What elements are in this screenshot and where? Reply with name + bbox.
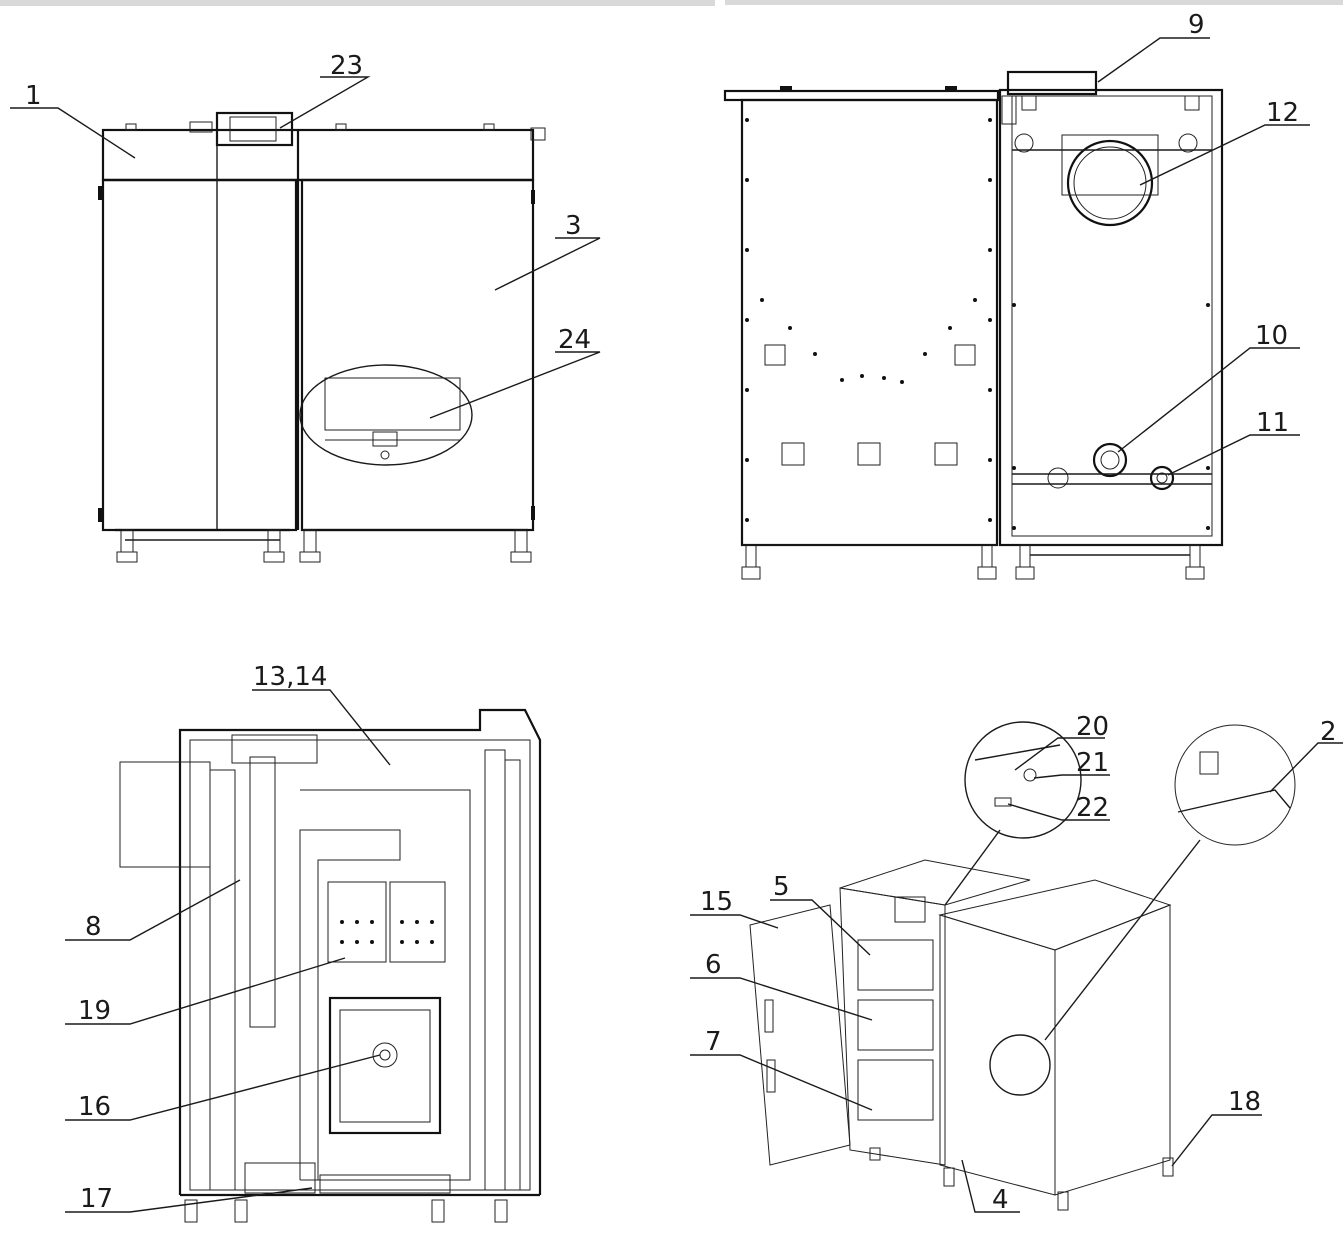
- label-21: 21: [1076, 748, 1109, 778]
- label-11: 11: [1256, 408, 1289, 438]
- label-23: 23: [330, 51, 363, 81]
- top-bar-left: [0, 0, 715, 6]
- label-22: 22: [1076, 793, 1109, 823]
- label-2: 2: [1320, 717, 1337, 747]
- label-15: 15: [700, 887, 733, 917]
- label-12: 12: [1266, 98, 1299, 128]
- label-24: 24: [558, 325, 591, 355]
- label-16: 16: [78, 1092, 111, 1122]
- label-1: 1: [25, 81, 42, 111]
- isometric-view: 20 21 22 2 15 5 6 7 18 4: [690, 712, 1343, 1215]
- label-4: 4: [992, 1185, 1009, 1215]
- top-bar-right: [725, 0, 1343, 5]
- rear-view: 9 12 10 11: [723, 10, 1310, 580]
- label-17: 17: [80, 1184, 113, 1214]
- label-3: 3: [565, 211, 582, 241]
- label-8: 8: [85, 912, 102, 942]
- label-7: 7: [705, 1027, 722, 1057]
- label-10: 10: [1255, 321, 1288, 351]
- label-6: 6: [705, 950, 722, 980]
- label-19: 19: [78, 996, 111, 1026]
- label-9: 9: [1188, 10, 1205, 40]
- label-18: 18: [1228, 1087, 1261, 1117]
- label-5: 5: [773, 872, 790, 902]
- label-13-14: 13,14: [253, 662, 327, 692]
- section-view: 13,14 8 19 16 17: [65, 662, 542, 1223]
- label-20: 20: [1076, 712, 1109, 742]
- front-view: 1 23 3 24: [10, 51, 601, 563]
